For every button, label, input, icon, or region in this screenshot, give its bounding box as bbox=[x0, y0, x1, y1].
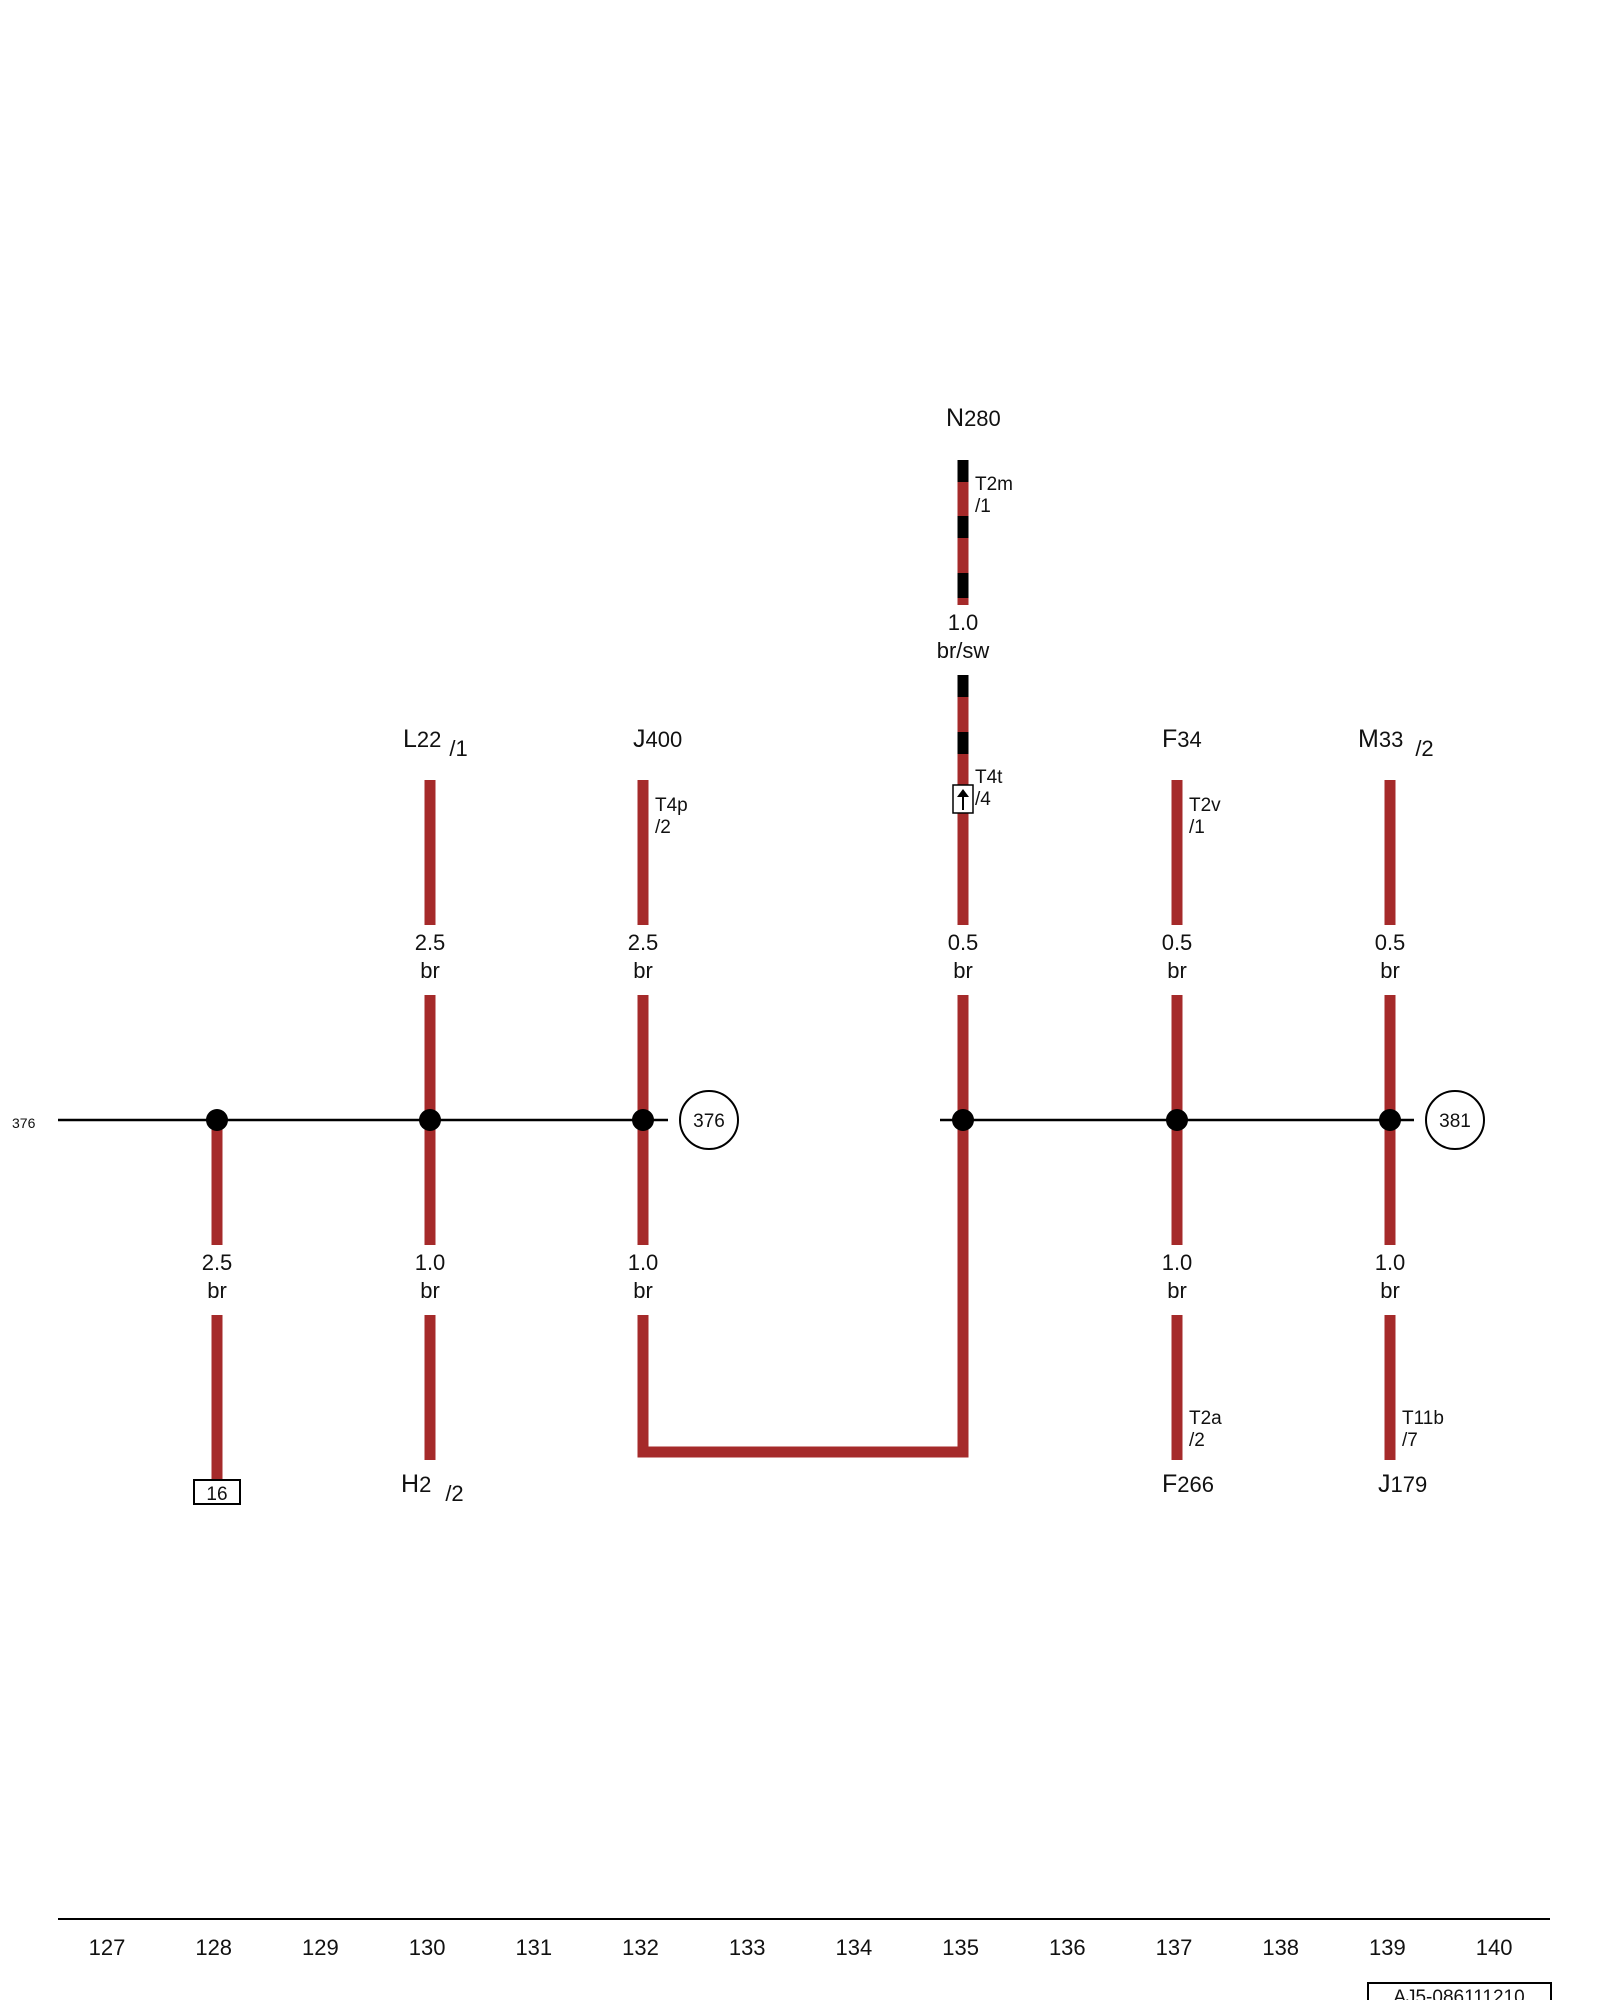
doc-id: AJ5-086111210 bbox=[1393, 1987, 1524, 2000]
connector-t2a-name: T2a bbox=[1189, 1408, 1222, 1429]
wire-size: 0.5 bbox=[948, 930, 979, 955]
scale-label: 129 bbox=[302, 1935, 339, 1960]
connector-t4p-name: T4p bbox=[655, 795, 688, 816]
scale-labels: 127 128 129 130 131 132 133 134 135 136 137 138 139 1… bbox=[89, 1935, 1513, 1960]
wire-n280 bbox=[957, 460, 969, 925]
wire-size: 0.5 bbox=[1162, 930, 1193, 955]
wire-j400-to-135-loop bbox=[637, 1120, 969, 1458]
connector-t2m-name: T2m bbox=[975, 474, 1013, 495]
wire-color: br bbox=[420, 1278, 440, 1303]
connector-t11b-pin: /7 bbox=[1402, 1430, 1418, 1451]
wire-size: 2.5 bbox=[628, 930, 659, 955]
doc-id-box bbox=[1367, 1982, 1552, 2000]
component-f266: F266 bbox=[1162, 1470, 1214, 1498]
junction-dot bbox=[206, 1109, 228, 1131]
wire-color: br bbox=[633, 958, 653, 983]
scale-label: 128 bbox=[195, 1935, 232, 1960]
wire-color: br bbox=[1167, 1278, 1187, 1303]
scale-label: 138 bbox=[1262, 1935, 1299, 1960]
connector-t2m-pin: /1 bbox=[975, 496, 991, 517]
ref-circle-left-label: 376 bbox=[693, 1111, 725, 1132]
ref-circle-right-label: 381 bbox=[1439, 1111, 1471, 1132]
ref-circle-right bbox=[1425, 1090, 1485, 1150]
wire-color: br bbox=[1167, 958, 1187, 983]
wire-size: 1.0 bbox=[415, 1250, 446, 1275]
wire-size: 1.0 bbox=[1162, 1250, 1193, 1275]
connector-t2v-pin: /1 bbox=[1189, 817, 1205, 838]
wire-color: br bbox=[207, 1278, 227, 1303]
wire-color: br bbox=[1380, 958, 1400, 983]
connector-t11b-name: T11b bbox=[1402, 1408, 1444, 1429]
wire-size: 0.5 bbox=[1375, 930, 1406, 955]
ground-box bbox=[193, 1479, 241, 1505]
wire-size: 1.0 bbox=[628, 1250, 659, 1275]
scale-label: 140 bbox=[1476, 1935, 1513, 1960]
connector-t4t-name: T4t bbox=[975, 767, 1003, 788]
component-l22: L22/1 bbox=[403, 725, 468, 761]
scale-label: 130 bbox=[409, 1935, 446, 1960]
scale-label: 127 bbox=[89, 1935, 126, 1960]
component-j400: J400 bbox=[633, 725, 682, 753]
scale-label: 132 bbox=[622, 1935, 659, 1960]
junction-dot bbox=[632, 1109, 654, 1131]
scale-label: 137 bbox=[1156, 1935, 1193, 1960]
wire-color: br bbox=[1380, 1278, 1400, 1303]
junction-dot bbox=[952, 1109, 974, 1131]
connector-symbol-t4t bbox=[952, 784, 974, 814]
scale-label: 131 bbox=[515, 1935, 552, 1960]
scale-label: 136 bbox=[1049, 1935, 1086, 1960]
wire-color: br/sw bbox=[937, 638, 990, 663]
component-m33: M33/2 bbox=[1358, 725, 1434, 761]
connector-t2v-name: T2v bbox=[1189, 795, 1221, 816]
wire-size: 1.0 bbox=[1375, 1250, 1406, 1275]
wire-color: br bbox=[953, 958, 973, 983]
component-n280: N280 bbox=[946, 404, 1001, 432]
component-h2: H2/2 bbox=[401, 1470, 464, 1506]
connector-t4p-pin: /2 bbox=[655, 817, 671, 838]
connector-t4t-pin: /4 bbox=[975, 789, 991, 810]
ref-circle-left bbox=[679, 1090, 739, 1150]
component-f34: F34 bbox=[1162, 725, 1202, 753]
scale-label: 139 bbox=[1369, 1935, 1406, 1960]
junction-dot bbox=[1379, 1109, 1401, 1131]
wire-color: br bbox=[420, 958, 440, 983]
wire-color: br bbox=[633, 1278, 653, 1303]
junction-dot bbox=[419, 1109, 441, 1131]
ref-left-small: 376 bbox=[12, 1115, 36, 1131]
scale-label: 134 bbox=[836, 1935, 873, 1960]
component-j179: J179 bbox=[1378, 1470, 1427, 1498]
scale-label: 135 bbox=[942, 1935, 979, 1960]
wire-size: 2.5 bbox=[415, 930, 446, 955]
scale-label: 133 bbox=[729, 1935, 766, 1960]
ground-box-label: 16 bbox=[206, 1484, 227, 1505]
junction-dot bbox=[1166, 1109, 1188, 1131]
wire-size: 1.0 bbox=[948, 610, 979, 635]
wire-size: 2.5 bbox=[202, 1250, 233, 1275]
connector-t2a-pin: /2 bbox=[1189, 1430, 1205, 1451]
